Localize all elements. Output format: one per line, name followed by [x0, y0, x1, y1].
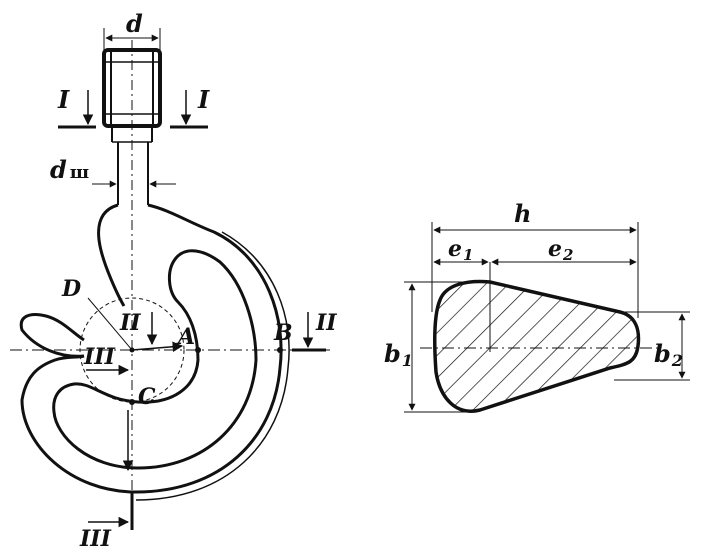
label-b1: b1: [384, 339, 413, 370]
section-II-markers: [146, 312, 326, 352]
section-III-markers: [86, 364, 134, 530]
label-e2: e2: [548, 236, 573, 264]
shank: [111, 126, 153, 205]
label-section-II-right: II: [315, 310, 337, 336]
label-point-B: B: [273, 320, 293, 346]
label-point-C: C: [138, 384, 156, 410]
dim-d: [103, 28, 161, 54]
label-section-III-mid: III: [83, 344, 116, 370]
hook-centerlines: [10, 40, 330, 518]
label-h: h: [514, 199, 531, 228]
label-point-D: D: [61, 276, 81, 302]
label-section-I-left: I: [57, 85, 70, 114]
label-section-III-bottom: III: [79, 526, 112, 550]
hook-body: [19, 203, 290, 501]
section-I-markers: [58, 90, 208, 129]
label-e1: e1: [448, 236, 473, 264]
label-b2: b2: [654, 339, 683, 370]
label-d: d: [126, 9, 143, 38]
label-section-II-left: II: [119, 310, 141, 336]
cross-section-drawing: h e1 e2 b1 b2: [384, 199, 690, 413]
points: [129, 347, 283, 405]
label-point-A: A: [176, 324, 195, 350]
label-section-I-right: I: [197, 85, 210, 114]
